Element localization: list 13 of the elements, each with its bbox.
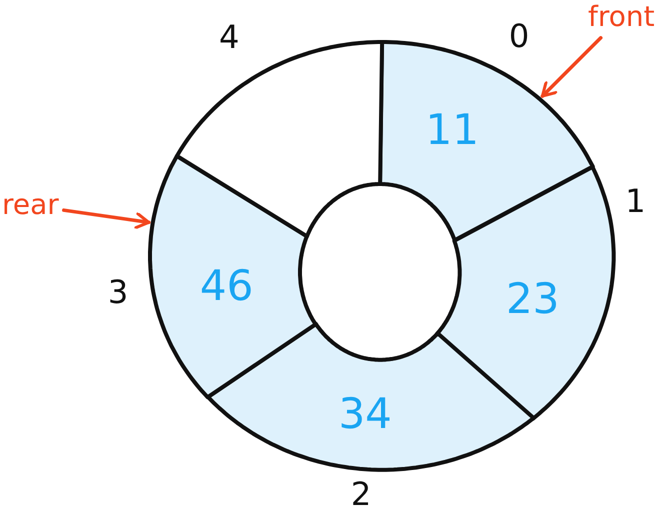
pointer-label: rear xyxy=(2,190,59,221)
slot-value: 46 xyxy=(200,264,254,308)
index-label: 0 xyxy=(508,20,530,54)
slot-value: 34 xyxy=(338,392,392,436)
arrow xyxy=(540,36,603,98)
arrow xyxy=(62,208,151,230)
index-label: 1 xyxy=(625,185,646,219)
index-label: 4 xyxy=(218,20,240,55)
index-label: 2 xyxy=(350,478,372,512)
slot-value: 11 xyxy=(426,108,479,152)
pointer-label: front xyxy=(588,2,655,33)
index-label: 3 xyxy=(108,276,128,310)
slot-value: 23 xyxy=(506,276,560,322)
